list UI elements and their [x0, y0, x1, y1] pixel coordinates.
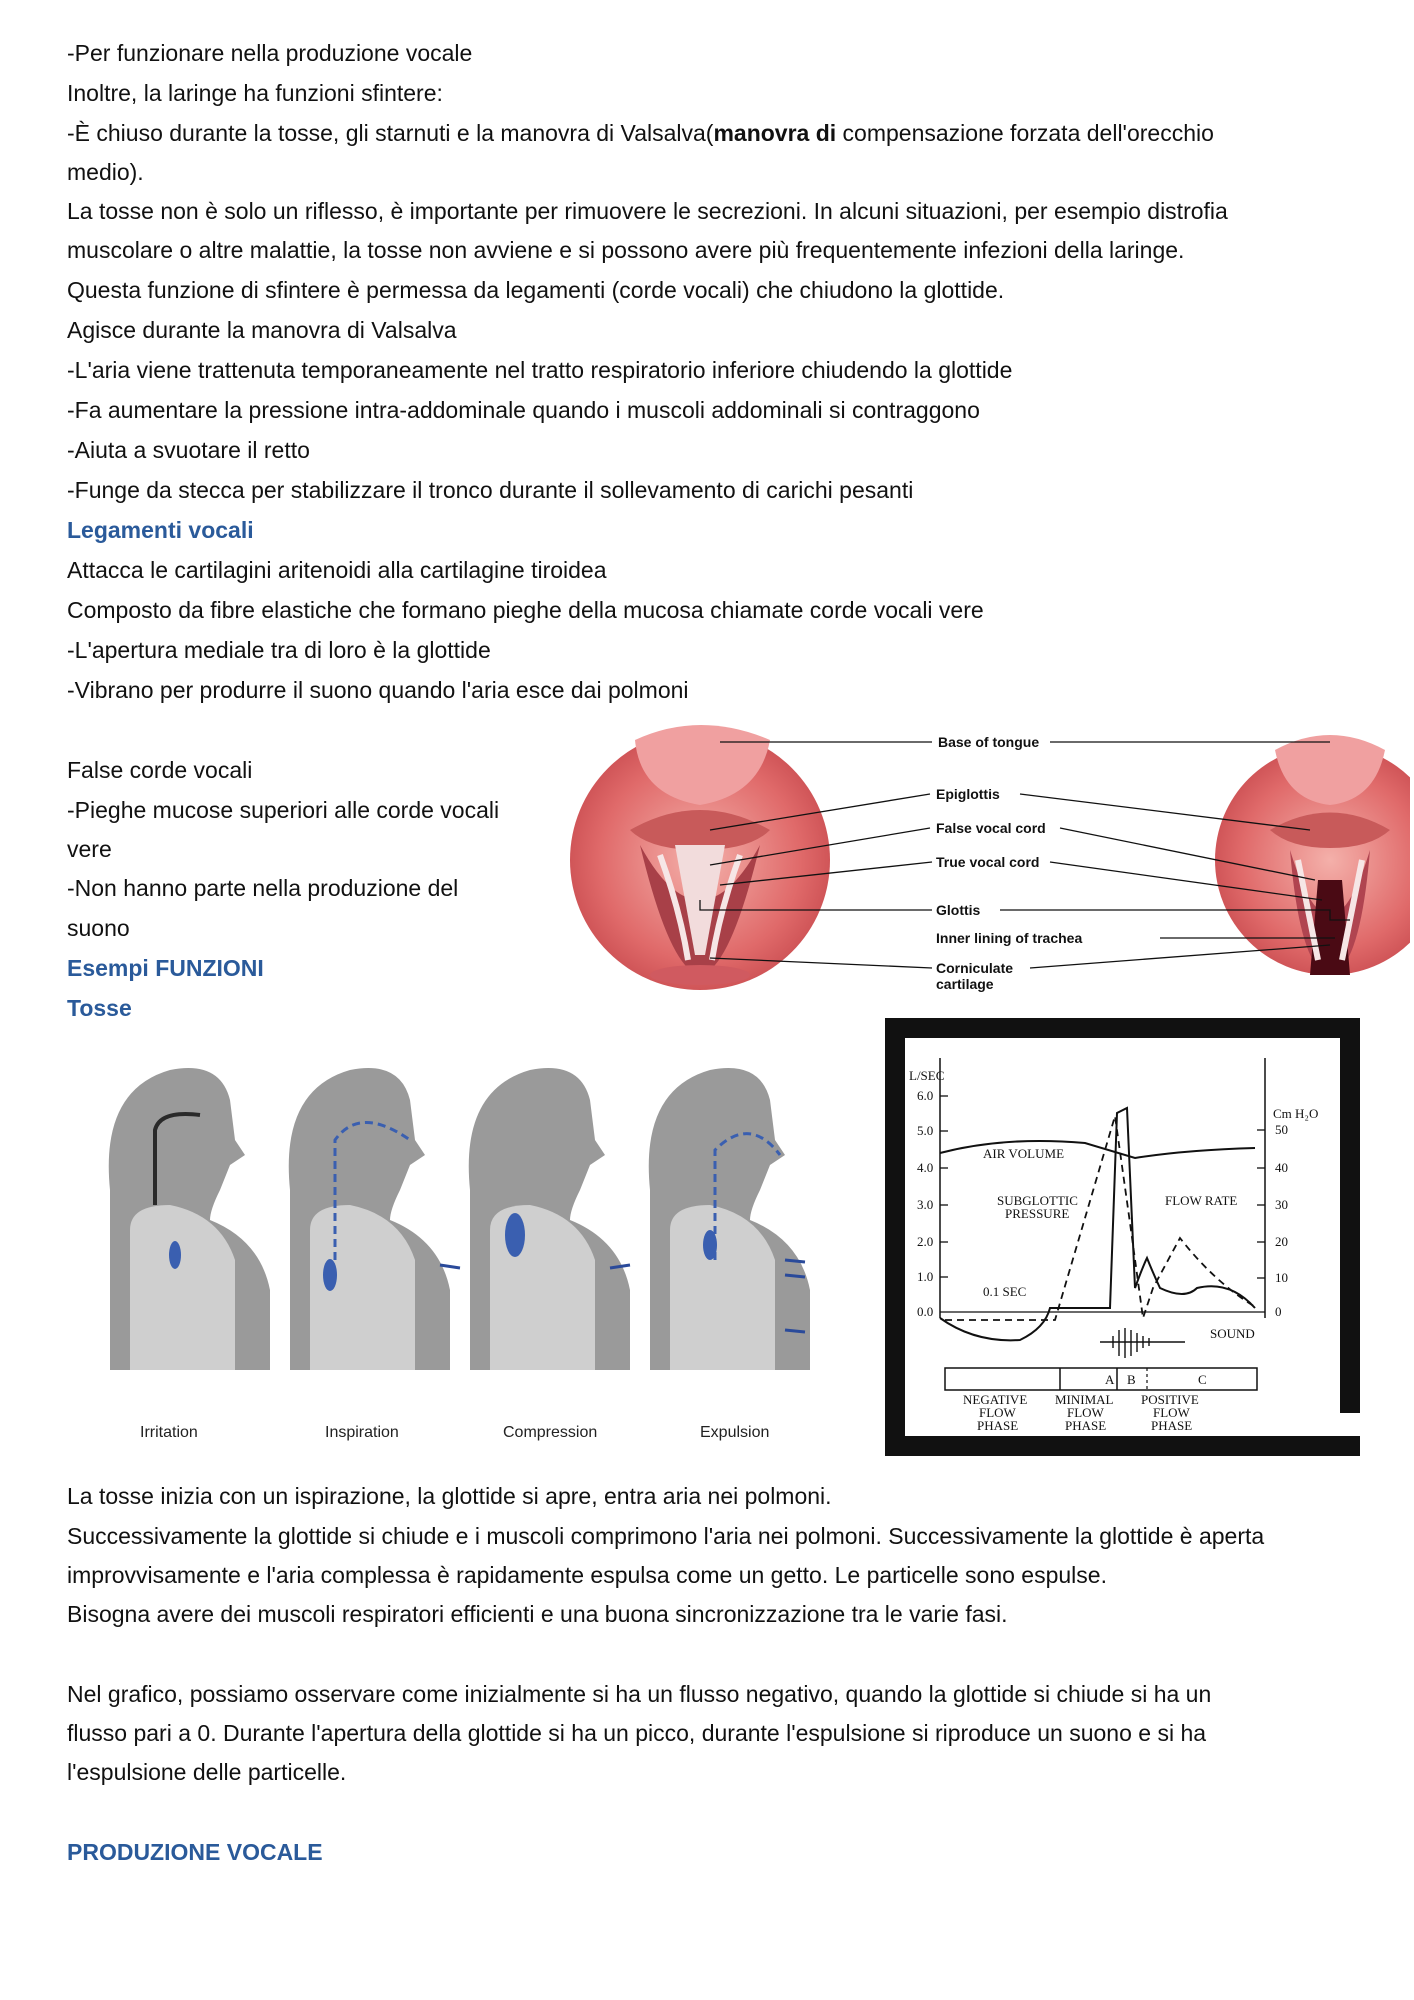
- label-pressure: PRESSURE: [1005, 1206, 1069, 1221]
- text-line: False corde vocali: [67, 757, 253, 783]
- graph-right-unit: Cm H₂O: [1273, 1106, 1318, 1121]
- cough-stages-illustration: Irritation Inspiration Compression Expul…: [108, 1068, 810, 1441]
- text-line: l'espulsione delle particelle.: [67, 1759, 347, 1785]
- text-line: suono: [67, 915, 130, 941]
- section-heading: Legamenti vocali: [67, 517, 254, 543]
- text-line: Inoltre, la laringe ha funzioni sfintere…: [67, 80, 443, 106]
- stage-expulsion: [648, 1068, 810, 1370]
- phase-positive-2: FLOW: [1153, 1405, 1191, 1420]
- graph-left-tick: 5.0: [917, 1123, 933, 1138]
- label-flow-rate: FLOW RATE: [1165, 1193, 1237, 1208]
- phase-c: C: [1198, 1372, 1207, 1387]
- graph-bottom-border: [885, 1436, 1360, 1456]
- phase-minimal-1: MINIMAL: [1055, 1392, 1114, 1407]
- phase-positive-3: PHASE: [1151, 1418, 1192, 1433]
- section-heading: Esempi FUNZIONI: [67, 955, 264, 981]
- graph-right-tick: 50: [1275, 1122, 1288, 1137]
- phase-positive-1: POSITIVE: [1141, 1392, 1199, 1407]
- graph-right-tick: 30: [1275, 1197, 1288, 1212]
- label-glottis: Glottis: [936, 902, 981, 918]
- graph-right-tick: 20: [1275, 1234, 1288, 1249]
- label-air-volume: AIR VOLUME: [983, 1146, 1064, 1161]
- graph-left-tick: 3.0: [917, 1197, 933, 1212]
- stage-compression: [439, 1068, 631, 1370]
- text-line: -L'apertura mediale tra di loro è la glo…: [67, 637, 491, 663]
- text-line: muscolare o altre malattie, la tosse non…: [67, 237, 1185, 263]
- graph-right-tick: 10: [1275, 1270, 1288, 1285]
- larynx-view-right: [1215, 735, 1410, 975]
- text-line: medio).: [67, 159, 144, 185]
- text-line: Agisce durante la manovra di Valsalva: [67, 317, 457, 343]
- graph-left-tick: 1.0: [917, 1269, 933, 1284]
- text-line: Nel grafico, possiamo osservare come ini…: [67, 1681, 1212, 1707]
- label-sound: SOUND: [1210, 1326, 1255, 1341]
- label-true-vocal-cord: True vocal cord: [936, 854, 1039, 870]
- phase-negative-2: FLOW: [979, 1405, 1017, 1420]
- stage-label-expulsion: Expulsion: [700, 1424, 769, 1441]
- text-line: -Aiuta a svuotare il retto: [67, 437, 310, 463]
- graph-left-tick: 6.0: [917, 1088, 933, 1103]
- text-line: Attacca le cartilagini aritenoidi alla c…: [67, 557, 607, 583]
- label-false-vocal-cord: False vocal cord: [936, 820, 1046, 836]
- label-subglottic: SUBGLOTTIC: [997, 1193, 1078, 1208]
- text-line: vere: [67, 836, 112, 862]
- text-line: -Funge da stecca per stabilizzare il tro…: [67, 477, 914, 503]
- air-volume-curve: [939, 1139, 1256, 1160]
- phase-a: A: [1105, 1372, 1115, 1387]
- text-line: -L'aria viene trattenuta temporaneamente…: [67, 357, 1013, 383]
- phase-minimal-3: PHASE: [1065, 1418, 1106, 1433]
- larynx-illustration: Base of tongue Epiglottis False vocal co…: [570, 725, 1410, 992]
- stage-label-compression: Compression: [503, 1424, 597, 1441]
- phase-negative-3: PHASE: [977, 1418, 1018, 1433]
- larynx-view-left: [570, 725, 830, 990]
- text-line: Questa funzione di sfintere è permessa d…: [67, 277, 1005, 303]
- text-line: -Fa aumentare la pressione intra-addomin…: [67, 397, 980, 423]
- text-line: La tosse inizia con un ispirazione, la g…: [67, 1483, 832, 1509]
- graph-left-tick: 0.0: [917, 1304, 933, 1319]
- leader-lines: [699, 741, 1350, 969]
- text-line: -È chiuso durante la tosse, gli starnuti…: [67, 120, 1214, 146]
- phase-b: B: [1127, 1372, 1136, 1387]
- graph-top-border: [885, 1018, 1360, 1038]
- phase-negative-1: NEGATIVE: [963, 1392, 1027, 1407]
- text-line: flusso pari a 0. Durante l'apertura dell…: [67, 1720, 1207, 1746]
- text-line: -Pieghe mucose superiori alle corde voca…: [67, 797, 500, 823]
- graph-right-border: [1340, 1018, 1360, 1413]
- text-line: Composto da fibre elastiche che formano …: [67, 597, 984, 623]
- label-inner-lining: Inner lining of trachea: [936, 930, 1082, 946]
- cough-flow-graph: L/SEC 6.0 5.0 4.0 3.0 2.0 1.0 0.0 Cm H₂O…: [885, 1018, 1360, 1456]
- graph-left-border: [885, 1018, 905, 1456]
- text-line: -Vibrano per produrre il suono quando l'…: [67, 677, 689, 703]
- phase-minimal-2: FLOW: [1067, 1405, 1105, 1420]
- stage-irritation: [108, 1068, 270, 1370]
- graph-right-tick: 0: [1275, 1304, 1282, 1319]
- graph-right-tick: 40: [1275, 1160, 1288, 1175]
- label-cartilage: cartilage: [936, 976, 994, 992]
- text-line: Successivamente la glottide si chiude e …: [67, 1523, 1265, 1549]
- stage-inspiration: [288, 1068, 450, 1370]
- stage-label-irritation: Irritation: [140, 1424, 198, 1441]
- label-corniculate: Corniculate: [936, 960, 1013, 976]
- label-epiglottis: Epiglottis: [936, 786, 1000, 802]
- text-line: improvvisamente e l'aria complessa è rap…: [67, 1562, 1107, 1588]
- graph-left-tick: 4.0: [917, 1160, 933, 1175]
- section-heading: Tosse: [67, 995, 132, 1021]
- text-line: -Non hanno parte nella produzione del: [67, 875, 459, 901]
- flow-rate-curve: [939, 1106, 1256, 1342]
- section-heading: PRODUZIONE VOCALE: [67, 1839, 323, 1865]
- label-base-of-tongue: Base of tongue: [938, 734, 1039, 750]
- phase-box: [944, 1367, 1258, 1391]
- text-line: La tosse non è solo un riflesso, è impor…: [67, 198, 1228, 224]
- text-line: -Per funzionare nella produzione vocale: [67, 40, 473, 66]
- label-time-scale: 0.1 SEC: [983, 1284, 1026, 1299]
- stage-label-inspiration: Inspiration: [325, 1424, 399, 1441]
- graph-left-unit: L/SEC: [909, 1068, 944, 1083]
- graph-left-tick: 2.0: [917, 1234, 933, 1249]
- sound-waveform: [1100, 1328, 1185, 1358]
- text-line: Bisogna avere dei muscoli respiratori ef…: [67, 1601, 1008, 1627]
- subglottic-pressure-curve: [945, 1115, 1258, 1321]
